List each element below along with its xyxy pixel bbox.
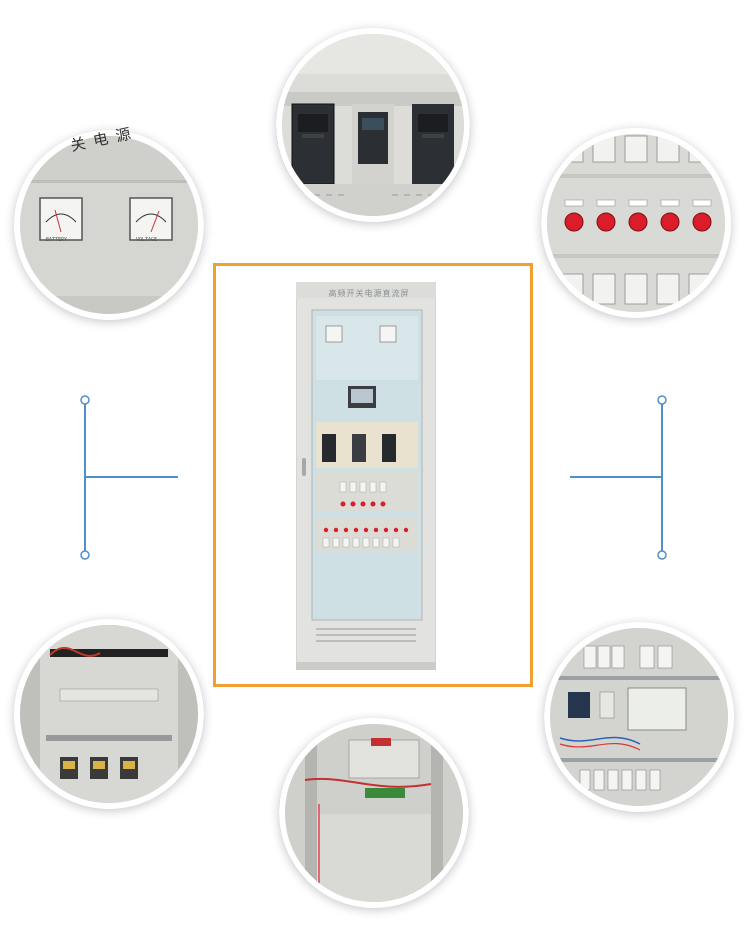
connector-left-icon — [80, 395, 178, 560]
accent-arc-top — [276, 28, 470, 222]
detail-din-rail-controller — [550, 628, 728, 806]
accent-arc-bottom — [279, 718, 469, 908]
accent-arc-bottom-left — [14, 619, 204, 809]
cabinet-title: 高频开关电源直流屏 — [328, 289, 410, 298]
meter-right-label: VOLTAGE — [136, 237, 158, 243]
detail-analog-meters — [20, 136, 198, 314]
accent-arc-top-left — [14, 130, 204, 320]
detail-rectifier-modules — [282, 34, 464, 216]
accent-arc-top-right — [541, 128, 731, 318]
detail-interior-wiring — [20, 625, 198, 803]
accent-arc-bottom-right — [544, 622, 734, 812]
detail-interior-power-module — [285, 724, 463, 902]
detail-breakers-indicators — [547, 134, 725, 312]
meter-left-label: BATTERY — [46, 237, 68, 243]
power-cabinet-illustration — [296, 282, 436, 670]
connector-right-icon — [570, 395, 667, 560]
